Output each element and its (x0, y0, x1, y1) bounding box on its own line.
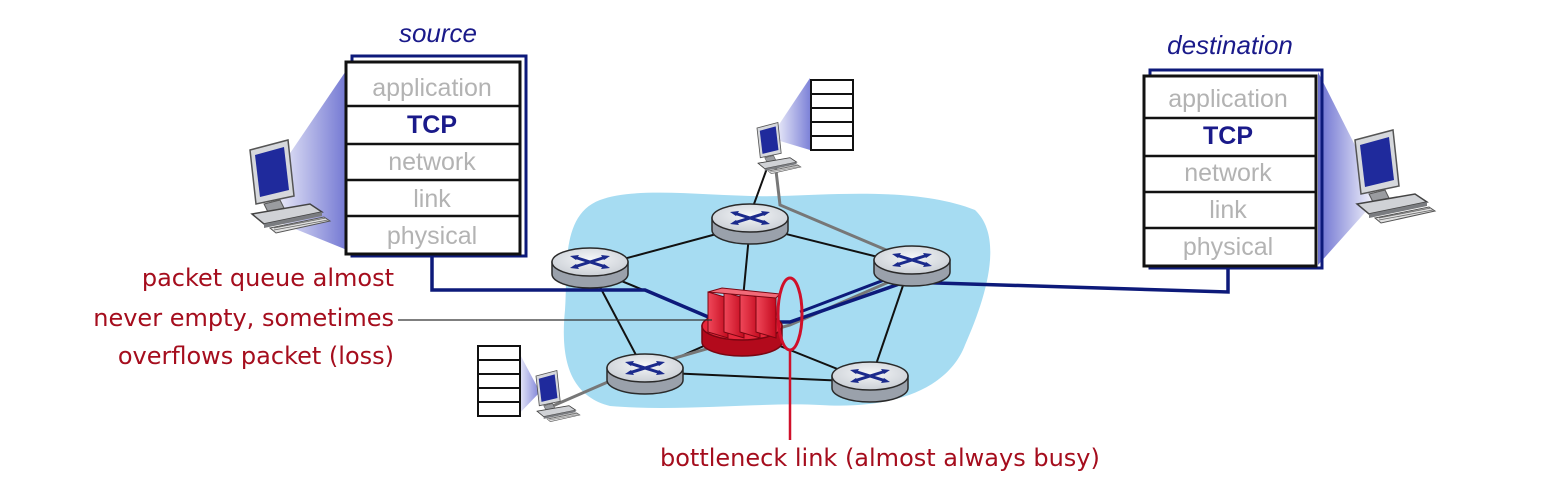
top-server-icon (810, 79, 854, 151)
router-top (710, 202, 790, 246)
destination-layer-link: link (1209, 196, 1247, 224)
router-bottom-right (830, 360, 910, 404)
queue-annotation: packet queue almost never empty, sometim… (93, 264, 394, 370)
source-stack-beam (265, 62, 352, 252)
top-server-beam (770, 78, 810, 150)
packet-queue-icon (707, 287, 782, 339)
destination-layer-tcp: TCP (1203, 122, 1253, 150)
destination-layer-application: application (1168, 85, 1288, 113)
queue-annotation-line-1: packet queue almost (142, 264, 394, 292)
source-title: source (399, 18, 477, 48)
destination-stack-beam (1318, 72, 1378, 265)
source-layer-link: link (413, 185, 451, 213)
source-stack: source application TCP network link phys… (344, 18, 528, 258)
congested-router (701, 287, 783, 357)
queue-annotation-line-3: overflows packet (loss) (118, 342, 394, 370)
bottom-server-beam (515, 345, 540, 418)
bottleneck-annotation: bottleneck link (almost always busy) (660, 444, 1100, 472)
source-layer-application: application (372, 74, 492, 102)
source-layer-tcp: TCP (407, 111, 457, 139)
destination-title: destination (1167, 30, 1293, 60)
source-layer-physical: physical (387, 222, 477, 250)
bottom-server-icon (477, 345, 521, 417)
destination-layer-network: network (1184, 159, 1272, 187)
queue-annotation-line-2: never empty, sometimes (93, 304, 394, 332)
destination-computer-icon (1354, 129, 1436, 224)
router-bottom-left (605, 352, 685, 396)
source-layer-network: network (388, 148, 476, 176)
router-right (872, 244, 952, 288)
router-left (550, 246, 630, 290)
destination-layer-physical: physical (1183, 233, 1273, 261)
destination-stack: destination application TCP network link… (1142, 30, 1324, 270)
